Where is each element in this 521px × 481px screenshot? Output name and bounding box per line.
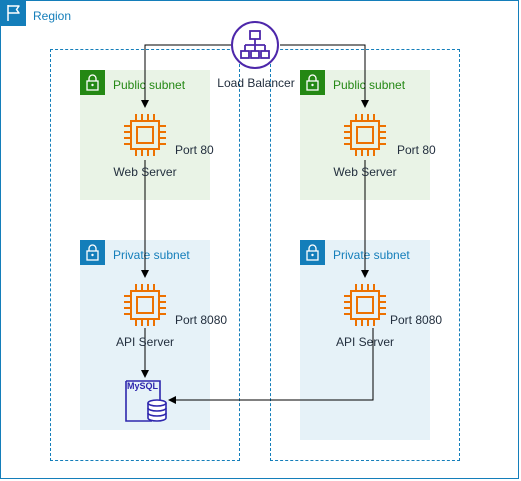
right-public-subnet-label: Public subnet <box>333 78 406 92</box>
left-web-server-port: Port 80 <box>175 143 214 157</box>
ec2-chip-icon <box>340 280 390 330</box>
region-flag-icon <box>0 0 26 26</box>
left-api-server-label: API Server <box>115 335 175 349</box>
left-api-server-port: Port 8080 <box>175 313 228 327</box>
padlock-icon <box>300 240 325 265</box>
ec2-chip-icon <box>120 110 170 160</box>
load-balancer-icon <box>230 20 280 70</box>
padlock-icon <box>300 70 325 95</box>
left-public-subnet-label: Public subnet <box>113 78 186 92</box>
load-balancer-label: Load Balancer <box>217 76 295 90</box>
right-api-server-port: Port 8080 <box>390 313 443 327</box>
left-web-server-label: Web Server <box>113 165 177 179</box>
mysql-label: MySQL <box>127 381 159 391</box>
lb-to-left-web-connector <box>141 44 232 108</box>
right-private-subnet-label: Private subnet <box>333 248 410 262</box>
region-label: Region <box>33 9 72 23</box>
padlock-icon <box>80 240 105 265</box>
left-private-subnet-label: Private subnet <box>113 248 190 262</box>
ec2-chip-icon <box>340 110 390 160</box>
right-api-server-label: API Server <box>335 335 395 349</box>
right-api-to-db-connector <box>168 328 374 404</box>
lb-to-right-web-connector <box>280 44 369 108</box>
mysql-database-icon <box>122 378 170 424</box>
padlock-icon <box>80 70 105 95</box>
right-web-server-label: Web Server <box>333 165 397 179</box>
ec2-chip-icon <box>120 280 170 330</box>
right-web-server-port: Port 80 <box>397 143 436 157</box>
